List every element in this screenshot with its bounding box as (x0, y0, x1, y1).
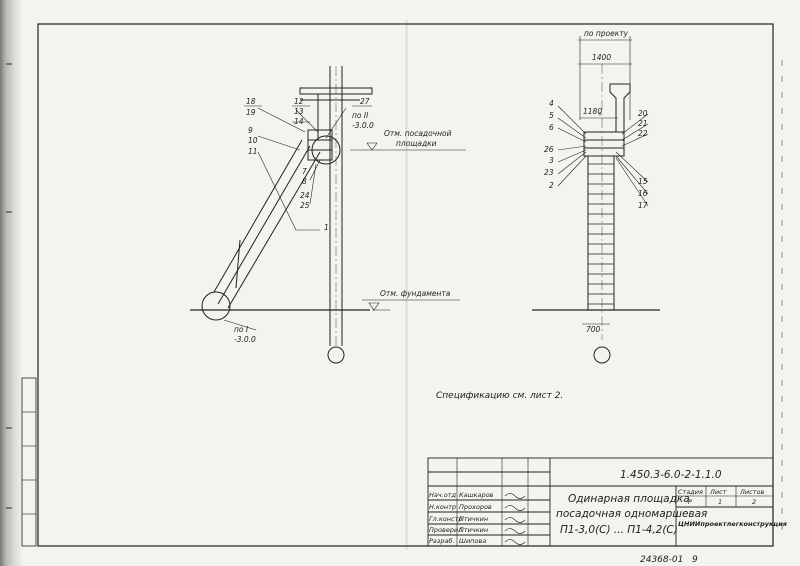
left-label-10: 10 (248, 136, 258, 145)
left-view-drawing (190, 66, 466, 364)
mark-bottom-level: -3.0.0 (234, 335, 256, 344)
name-4: Птичкин (459, 526, 488, 534)
left-label-9: 9 (248, 126, 253, 135)
page-fold (405, 20, 408, 550)
title-block (427, 457, 774, 547)
right-label-16: 16 (638, 189, 648, 198)
right-label-4: 4 (549, 99, 554, 108)
sheets-header: Листов (739, 488, 764, 496)
binder-edge (0, 0, 22, 566)
name-5: Шипова (459, 537, 486, 545)
left-label-7: 7 (302, 167, 307, 176)
mark-bottom: по I (234, 325, 249, 334)
foundation-level-label: Отм. фундамента (380, 289, 451, 298)
sheet-value: 1 (718, 498, 722, 506)
left-label-14: 14 (294, 117, 304, 126)
right-label-23: 23 (544, 168, 554, 177)
spec-note: Спецификацию см. лист 2. (436, 391, 563, 401)
right-label-6: 6 (549, 123, 554, 132)
left-label-11: 11 (248, 147, 258, 156)
landing-level-label-2: площадки (396, 139, 437, 148)
left-label-18: 18 (246, 97, 256, 106)
title-line-2: посадочная одномаршевая (556, 508, 707, 520)
right-view-drawing (532, 36, 660, 364)
left-label-27: 27 (360, 97, 370, 106)
sheet-header: Лист (709, 488, 727, 496)
sheets-value: 2 (752, 498, 756, 506)
name-1: Кашкаров (459, 491, 494, 499)
left-label-25: 25 (300, 201, 310, 210)
role-3: Гл.констр (429, 515, 462, 523)
stage-header: Стадия (678, 488, 703, 496)
title-line-1: Одинарная площадка (568, 493, 690, 505)
dim-1400: 1400 (592, 53, 611, 62)
dim-700: 700 (586, 325, 601, 334)
name-2: Прохоров (459, 503, 492, 511)
landing-level-label: Отм. посадочной (384, 129, 452, 138)
left-label-24: 24 (300, 191, 310, 200)
role-4: Проверил (429, 526, 462, 534)
right-label-20: 20 (638, 109, 648, 118)
drawing-frame (37, 23, 774, 547)
right-label-22: 22 (638, 129, 648, 138)
left-label-19: 19 (246, 108, 256, 117)
left-label-12: 12 (294, 97, 304, 106)
right-label-2: 2 (549, 181, 554, 190)
right-label-26: 26 (544, 145, 554, 154)
signature-marks (504, 493, 526, 545)
mark-top: по II (352, 111, 369, 120)
dim-1180: 1180 (583, 107, 602, 116)
doc-code: 1.450.3-6.0-2-1.1.0 (620, 469, 722, 481)
stage-value: Р (688, 498, 692, 506)
mark-top-level: -3.0.0 (352, 121, 374, 130)
right-label-17: 17 (638, 201, 648, 210)
sheet-number: 24368-01 (640, 555, 683, 565)
name-3: Птичкин (459, 515, 488, 523)
sheet-page: 9 (692, 555, 698, 565)
right-label-21: 21 (638, 119, 648, 128)
role-5: Разраб. (429, 537, 455, 545)
right-label-15: 15 (638, 177, 648, 186)
left-label-8: 8 (302, 177, 307, 186)
left-label-13: 13 (294, 107, 304, 116)
role-2: Н.контр (429, 503, 456, 511)
role-1: Нач.отд (429, 491, 457, 499)
organization: ЦНИИпроектлегконструкция (678, 520, 787, 528)
by-project-label: по проекту (584, 29, 629, 38)
right-label-5: 5 (549, 111, 554, 120)
title-line-3: П1-3,0(С) ... П1-4,2(С) (560, 524, 678, 536)
left-label-1: 1 (324, 223, 329, 232)
right-label-3: 3 (549, 156, 554, 165)
